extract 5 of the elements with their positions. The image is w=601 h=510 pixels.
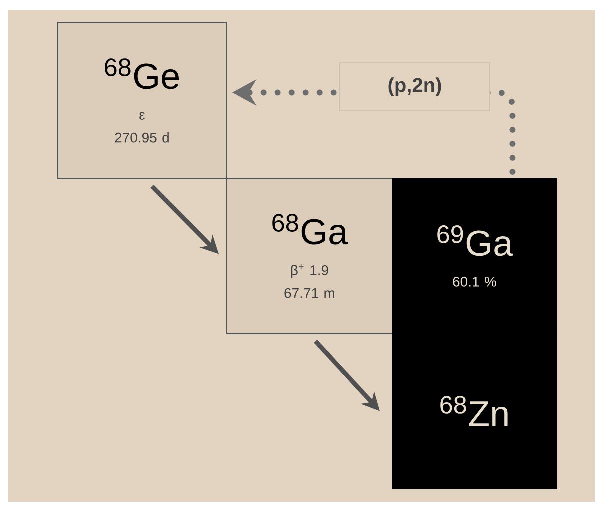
- nuclide-box: $^{68}$Ga β$^{+}$ 1.9 67.71 m: [226, 178, 394, 334]
- nuclide-box: $^{68}$Zn: [392, 333, 558, 490]
- nuclide-box: $^{68}$Ge ε 270.95 d: [57, 22, 228, 180]
- nuclide-box: $^{69}$Ga 60.1 %: [392, 178, 558, 334]
- edge-label: (p,2n): [340, 62, 490, 112]
